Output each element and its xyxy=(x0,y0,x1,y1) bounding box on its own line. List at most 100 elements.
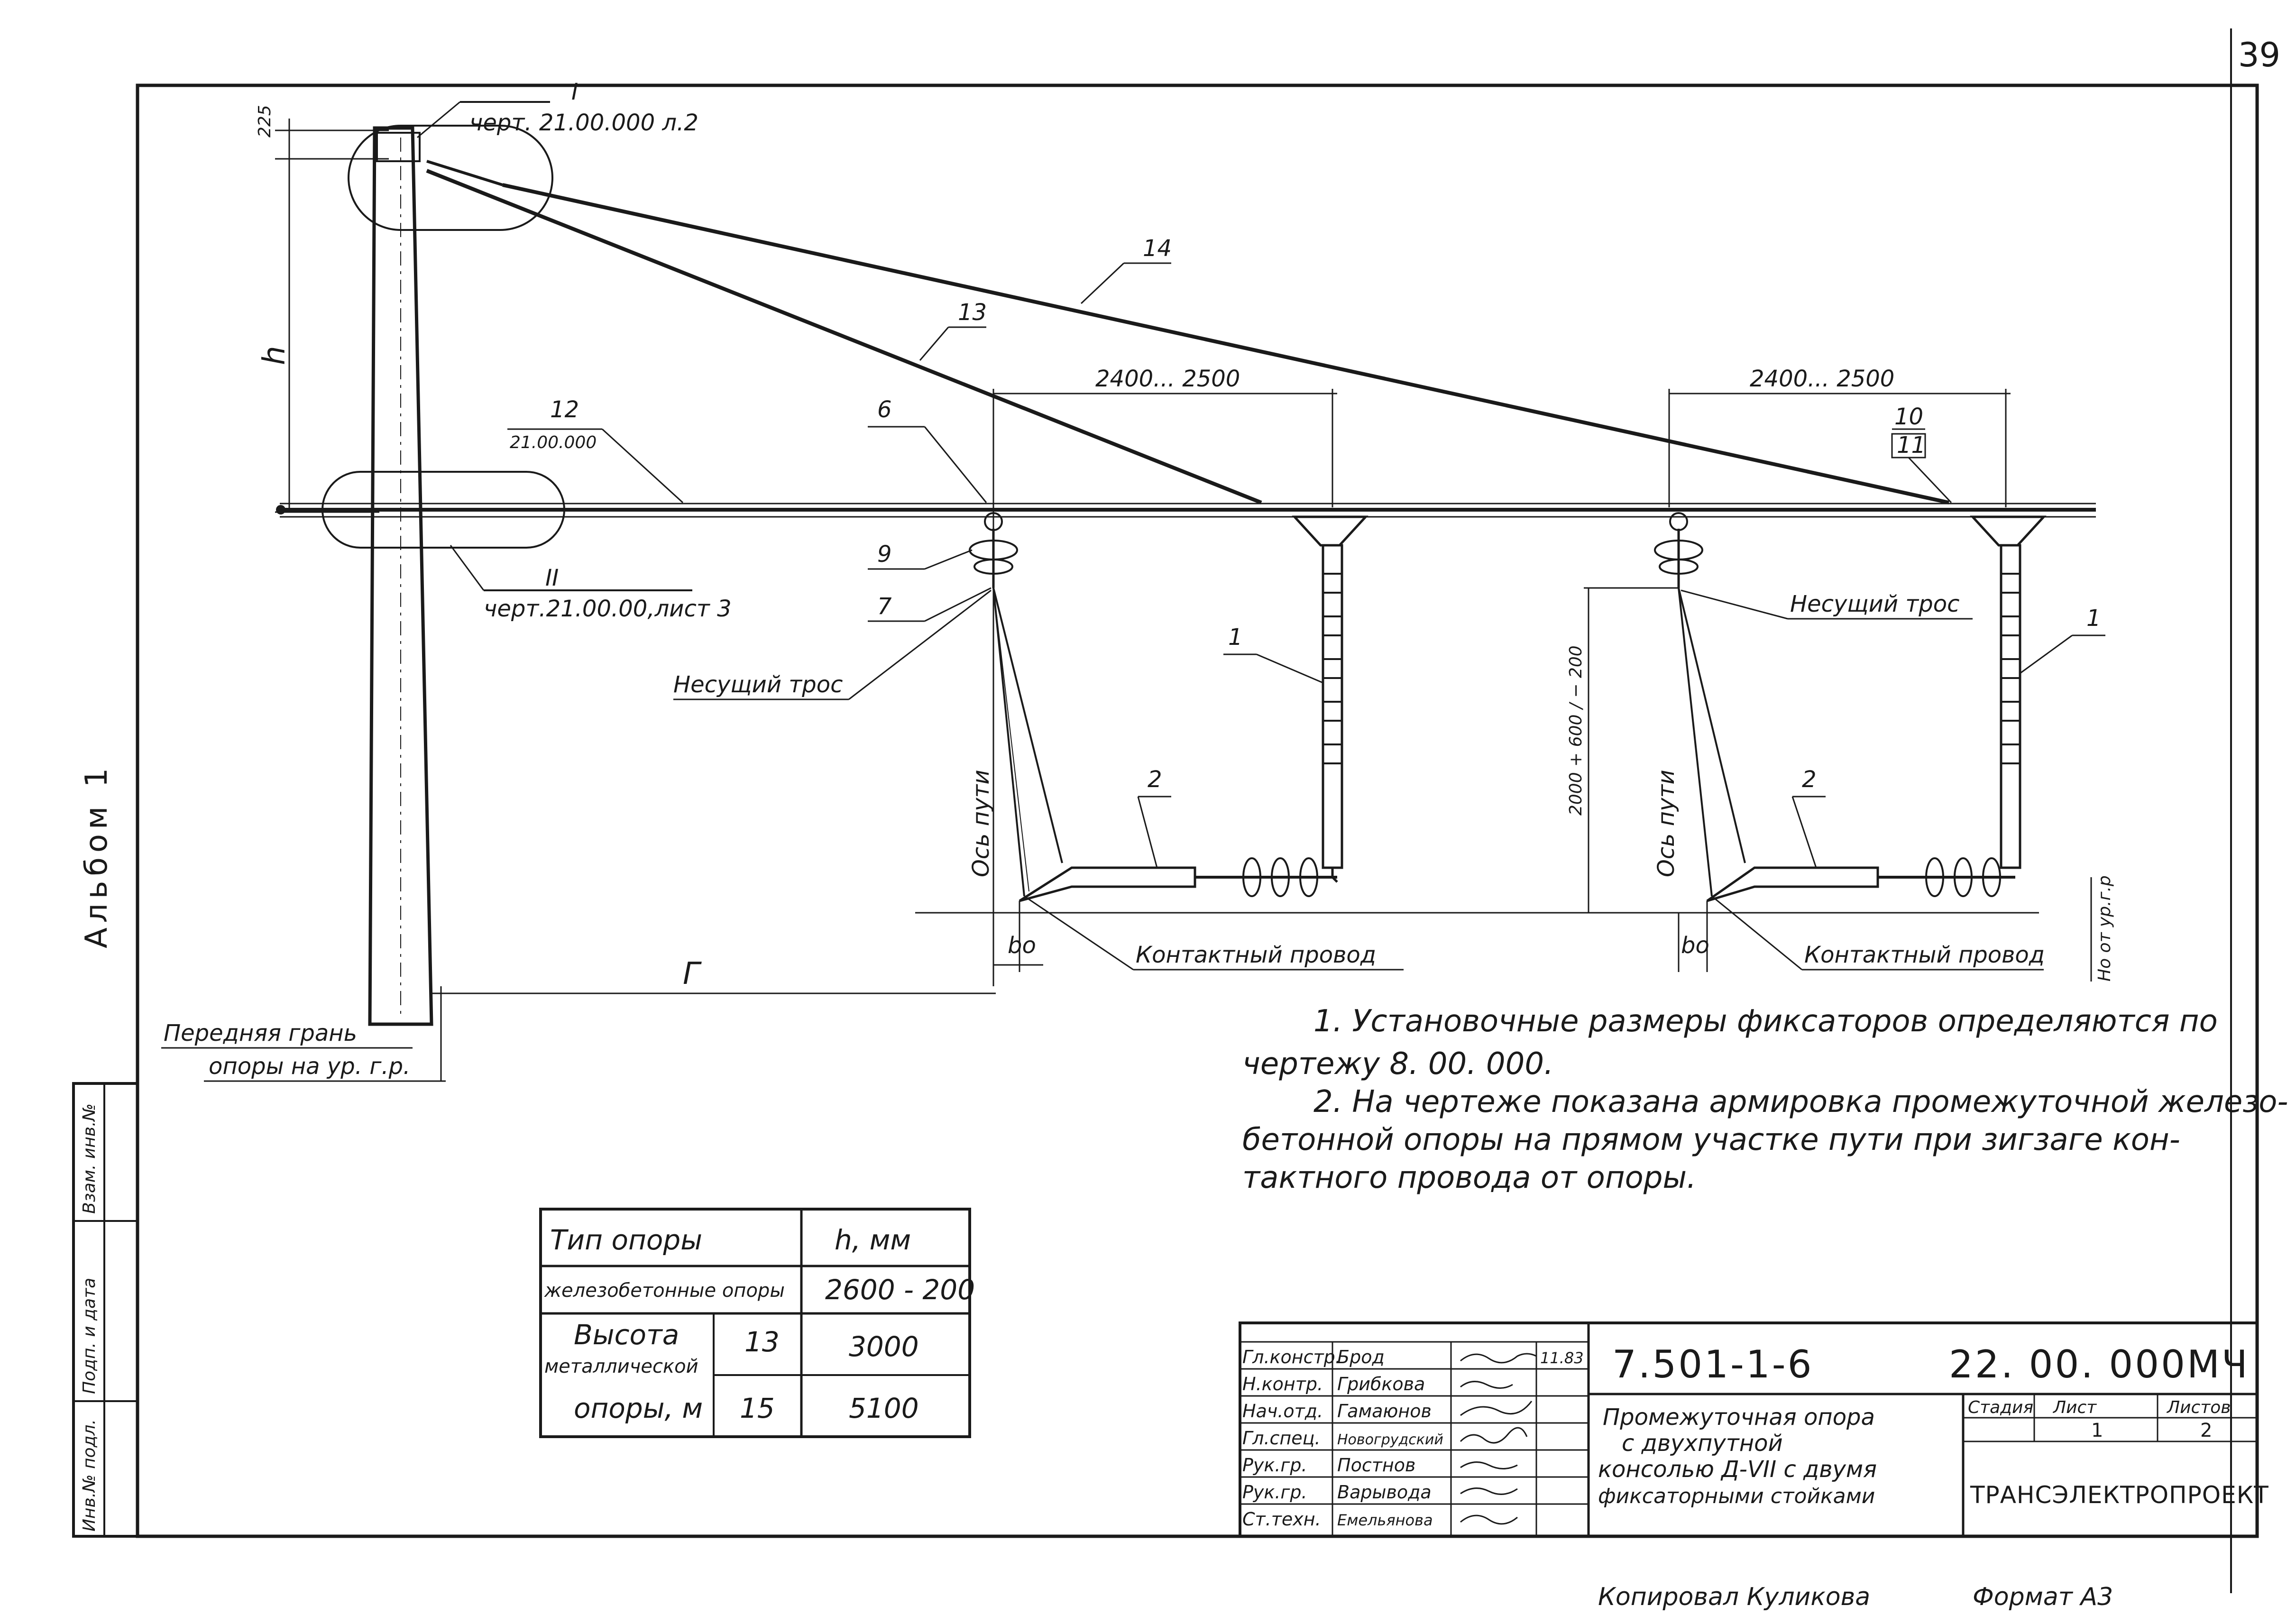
label-1-right: 1 xyxy=(2086,605,2101,632)
table-row1-label: железобетонные опоры xyxy=(544,1280,785,1302)
rod-14 xyxy=(502,183,1949,505)
label-11: 11 xyxy=(1897,432,1926,459)
dim-span-right xyxy=(1668,389,2011,507)
title-line-2: с двухпутной xyxy=(1622,1430,1783,1457)
callout-ii-label: II xyxy=(545,565,559,591)
leader-9-7 xyxy=(868,549,992,622)
note-line-3: 2. На чертеже показана армировка промежу… xyxy=(1313,1084,2288,1119)
callout-i xyxy=(348,101,553,231)
signer-name-3: Гамаюнов xyxy=(1337,1401,1432,1422)
left-cable-label: Несущий трос xyxy=(673,671,843,698)
title-block-signers: Гл.констр. Брод 11.83 Н.контр. Грибкова … xyxy=(1242,1347,1584,1530)
signer-role-5: Рук.гр. xyxy=(1242,1455,1307,1476)
table-header-h: h, мм xyxy=(835,1224,911,1256)
signer-name-5: Постнов xyxy=(1337,1455,1415,1476)
leader-2-right xyxy=(1791,796,1826,868)
left-wire-label: Контактный провод xyxy=(1136,942,1376,968)
note-line-1: 1. Установочные размеры фиксаторов опред… xyxy=(1313,1004,2218,1039)
callout-ii xyxy=(321,471,692,591)
signer-name-7: Емельянова xyxy=(1337,1511,1433,1529)
notes: 1. Установочные размеры фиксаторов опред… xyxy=(1242,1004,2288,1195)
signer-role-2: Н.контр. xyxy=(1242,1374,1323,1395)
label-2-left: 2 xyxy=(1148,766,1162,793)
leader-1-right xyxy=(2020,634,2105,674)
side-stamp: Взам. инв.№ Подп. и дата Инв.№ подл. xyxy=(72,1082,139,1538)
label-6: 6 xyxy=(877,396,892,423)
left-bo-dim xyxy=(993,901,1043,972)
table-row1-value: 2600 - 200 xyxy=(825,1274,975,1306)
left-cable-leader xyxy=(673,589,992,700)
left-fixator-rack xyxy=(1292,515,1368,883)
leader-10-11 xyxy=(1891,428,1952,504)
signer-name-6: Варывода xyxy=(1337,1482,1432,1503)
callout-i-ref: черт. 21.00.000 л.2 xyxy=(469,110,698,136)
organization: ТРАНСЭЛЕКТРОПРОЕКТ xyxy=(1970,1481,2269,1509)
table-row2b-value: 5100 xyxy=(849,1392,919,1424)
axis-left: Ось пути xyxy=(968,770,994,877)
signer-name-1: Брод xyxy=(1337,1347,1385,1367)
signatures xyxy=(1460,1353,1537,1525)
label-7: 7 xyxy=(877,593,892,620)
title-lines: Промежуточная опора с двухпутной консоль… xyxy=(1598,1404,1877,1508)
side-stamp-cell-1: Взам. инв.№ xyxy=(80,1103,99,1214)
callout-ii-ref: черт.21.00.00,лист 3 xyxy=(484,596,732,622)
label-12: 12 xyxy=(550,396,579,423)
dim-span-right-label: 2400... 2500 xyxy=(1750,366,1894,392)
dim-2000-label: 2000 + 600 / − 200 xyxy=(1566,645,1586,816)
callout-i-label: I xyxy=(571,79,578,105)
signer-date-1: 11.83 xyxy=(1540,1349,1584,1367)
dim-2000 xyxy=(1584,587,1679,913)
label-14: 14 xyxy=(1143,235,1172,262)
signer-name-2: Грибкова xyxy=(1337,1374,1425,1395)
title-block xyxy=(1239,1321,2259,1538)
right-wire-leader xyxy=(1711,895,2044,971)
sheet-value: 1 xyxy=(2091,1420,2103,1441)
table-row2-label-3: опоры, м xyxy=(574,1392,703,1424)
right-fixator xyxy=(1678,587,2015,902)
rod-13-junction xyxy=(426,160,503,186)
signer-role-3: Нач.отд. xyxy=(1242,1401,1323,1422)
front-face-line-1: Передняя грань xyxy=(164,1020,357,1046)
console-beam xyxy=(276,503,2096,518)
dim-h: h xyxy=(257,346,292,365)
table-row2a-value: 3000 xyxy=(849,1330,919,1363)
label-2-right: 2 xyxy=(1802,766,1817,793)
sheets-label: Листов xyxy=(2166,1398,2231,1417)
drawing-code: 22. 00. 000МЧ xyxy=(1949,1342,2250,1386)
label-12-ref: 21.00.000 xyxy=(510,433,597,452)
leader-6 xyxy=(868,426,987,503)
format-label: Формат А3 xyxy=(1973,1583,2113,1611)
note-line-5: тактного провода от опоры. xyxy=(1242,1160,1696,1195)
left-insulator xyxy=(969,512,1018,588)
bo-right: bo xyxy=(1681,932,1709,959)
stage-label: Стадия xyxy=(1968,1398,2033,1417)
label-1-left: 1 xyxy=(1228,624,1243,651)
right-insulator xyxy=(1654,512,1703,588)
signer-role-6: Рук.гр. xyxy=(1242,1482,1307,1503)
right-cable-label: Несущий трос xyxy=(1790,591,1959,617)
album-label: Альбом 1 xyxy=(79,763,114,948)
signer-role-1: Гл.констр. xyxy=(1242,1347,1341,1367)
dim-span-left-label: 2400... 2500 xyxy=(1095,366,1240,392)
dim-span-left xyxy=(992,389,1337,986)
note-line-2: чертежу 8. 00. 000. xyxy=(1242,1046,1553,1082)
dim-225-h xyxy=(275,119,389,513)
axis-right: Ось пути xyxy=(1653,770,1680,877)
label-9: 9 xyxy=(877,541,892,568)
note-line-4: бетонной опоры на прямом участке пути пр… xyxy=(1242,1122,2180,1157)
page-number: 39 xyxy=(2238,36,2280,74)
table-row2a-num: 13 xyxy=(744,1326,780,1358)
table-row2b-num: 15 xyxy=(740,1392,775,1424)
rod-13 xyxy=(426,169,1262,505)
label-10: 10 xyxy=(1894,404,1923,430)
title-line-4: фиксаторными стойками xyxy=(1598,1484,1875,1508)
right-bo-dim xyxy=(1678,901,1708,972)
signer-name-4: Новогрудский xyxy=(1337,1431,1443,1448)
dim-g xyxy=(432,986,996,1081)
label-13: 13 xyxy=(958,299,987,326)
table-row2-label-1: Высота xyxy=(574,1319,679,1351)
right-fixator-rack xyxy=(1970,515,2047,869)
front-face-line-2: опоры на ур. г.р. xyxy=(209,1053,410,1080)
copied-by: Копировал Куликова xyxy=(1598,1583,1870,1611)
